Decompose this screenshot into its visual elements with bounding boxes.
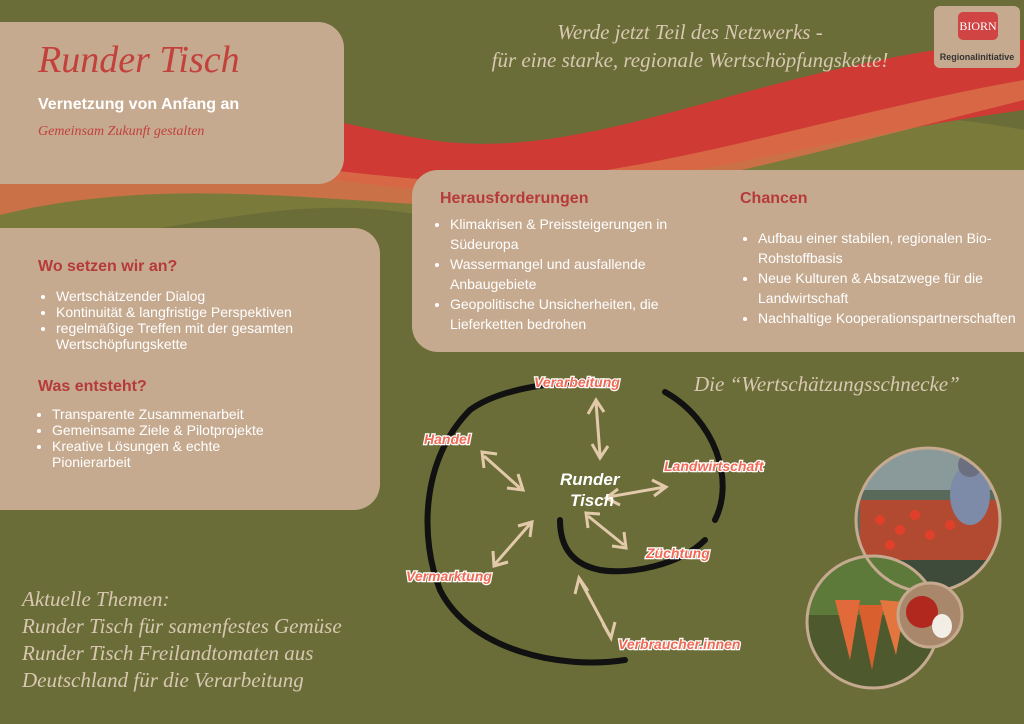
list-item: Gemeinsame Ziele & Pilotprojekte [52, 422, 282, 438]
network-call: Werde jetzt Teil des Netzwerks - für ein… [430, 18, 950, 74]
arrow-zuechtung [584, 511, 628, 550]
spiral-arc-inner [557, 517, 708, 575]
arrow-landwirtschaft [603, 478, 669, 507]
spiral-arc-right [662, 389, 726, 523]
where-list: Wertschätzender Dialog Kontinuität & lan… [38, 288, 376, 352]
page-subtitle: Vernetzung von Anfang an [38, 96, 240, 113]
list-item: Neue Kulturen & Absatzwege für die Landw… [758, 268, 1018, 308]
title-card [0, 22, 344, 184]
topics-line2: Runder Tisch Freilandtomaten aus [22, 641, 314, 665]
current-topics: Aktuelle Themen: Runder Tisch für samenf… [22, 586, 342, 694]
list-item: Transparente Zusammenarbeit [52, 406, 282, 422]
arrow-verarbeitung [586, 397, 610, 461]
list-item: Geopolitische Unsicherheiten, die Liefer… [450, 294, 726, 334]
arrow-vermarktung [491, 519, 534, 568]
result-list: Transparente Zusammenarbeit Gemeinsame Z… [34, 406, 282, 470]
list-item: Kreative Lösungen & echte Pionierarbeit [52, 438, 282, 470]
list-item: Nachhaltige Kooperationspartnerschaften [758, 308, 1018, 328]
node-landwirtschaft: Landwirtschaft [664, 458, 765, 474]
snail-center-line1: Runder [560, 470, 621, 489]
challenges-list: Klimakrisen & Preissteigerungen in Südeu… [432, 214, 726, 334]
list-item: regelmäßige Treffen mit der gesamten Wer… [56, 320, 376, 352]
list-item: Kontinuität & langfristige Perspektiven [56, 304, 376, 320]
topics-heading: Aktuelle Themen: [22, 587, 170, 611]
spiral-arc-left [424, 407, 628, 666]
topics-line3: Deutschland für die Verarbeitung [22, 668, 304, 692]
node-vermarktung: Vermarktung [406, 568, 492, 584]
spiral-arc-top [467, 378, 608, 413]
node-zuechtung: Züchtung [645, 545, 710, 561]
tagline: Gemeinsam Zukunft gestalten [38, 124, 205, 139]
page-title: Runder Tisch [38, 39, 240, 81]
list-item: Wassermangel und ausfallende Anbaugebiet… [450, 254, 726, 294]
chances-list: Aufbau einer stabilen, regionalen Bio-Ro… [740, 228, 1018, 328]
biorn-logo: BIORN [958, 12, 998, 40]
tomato-sauce-photo [898, 583, 962, 647]
network-call-line1: Werde jetzt Teil des Netzwerks - [557, 20, 823, 44]
list-item: Wertschätzender Dialog [56, 288, 376, 304]
node-verbraucher: Verbraucher.innen [618, 636, 740, 652]
network-call-line2: für eine starke, regionale Wertschöpfung… [491, 48, 889, 72]
challenges-chances-card [412, 170, 1024, 352]
approach-card [0, 228, 380, 510]
challenges-heading: Herausforderungen [440, 190, 589, 207]
snail-label: Die “Wertschätzungsschnecke” [694, 372, 960, 396]
arrow-handel [480, 450, 526, 492]
result-heading: Was entsteht? [38, 378, 147, 395]
node-handel: Handel [424, 431, 472, 447]
node-verarbeitung: Verarbeitung [534, 374, 620, 390]
snail-center-line2: Tisch [570, 491, 614, 510]
list-item: Aufbau einer stabilen, regionalen Bio-Ro… [758, 228, 1018, 268]
chances-heading: Chancen [740, 190, 808, 207]
topics-line1: Runder Tisch für samenfestes Gemüse [22, 614, 342, 638]
list-item: Klimakrisen & Preissteigerungen in Südeu… [450, 214, 726, 254]
logo-label: Regionalinitiative [939, 52, 1015, 62]
where-heading: Wo setzen wir an? [38, 258, 178, 275]
arrow-verbraucher [573, 574, 617, 642]
